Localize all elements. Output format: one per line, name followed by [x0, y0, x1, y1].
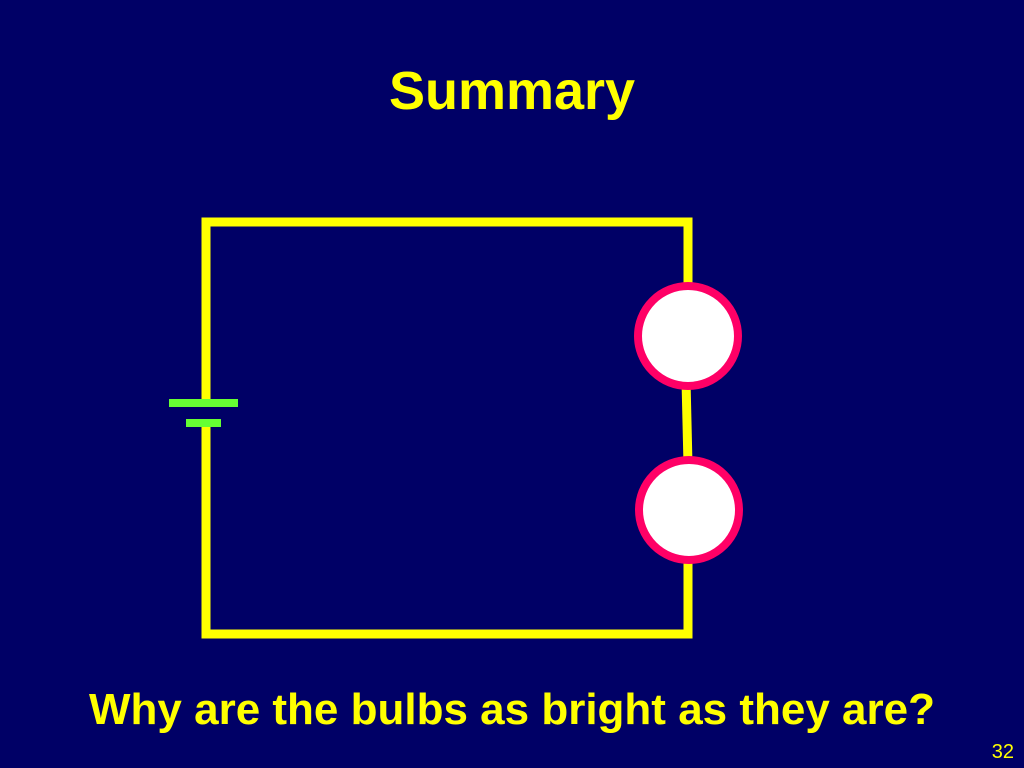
page-number: 32: [991, 741, 1014, 763]
bulb-top-icon: [634, 282, 742, 390]
slide-question: Why are the bulbs as bright as they are?: [89, 685, 935, 734]
circuit-wire-bottom: [201, 423, 693, 639]
slide-title: Summary: [388, 61, 636, 121]
circuit-wire-top: [201, 217, 693, 403]
battery-icon: [169, 399, 238, 427]
circuit-wire-between-bulbs: [681, 379, 693, 466]
bulb-bottom-icon: [635, 456, 743, 564]
